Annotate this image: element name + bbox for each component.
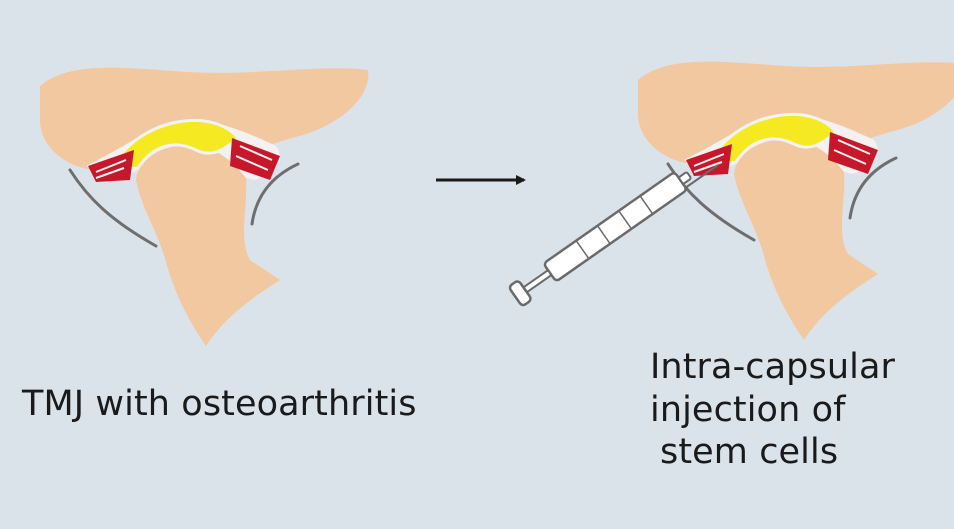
right-caption-line-2: injection of: [650, 389, 846, 430]
joint-before: [38, 66, 370, 348]
right-caption-line-1: Intra-capsular: [650, 347, 895, 387]
joint-after: [636, 60, 954, 342]
right-caption: Intra-capsular injection of stem cells: [650, 346, 895, 474]
right-caption-line-3: stem cells: [660, 432, 839, 473]
syringe-icon: [508, 164, 719, 307]
left-caption: TMJ with osteoarthritis: [22, 384, 417, 424]
right-arrow-icon: [436, 175, 526, 185]
